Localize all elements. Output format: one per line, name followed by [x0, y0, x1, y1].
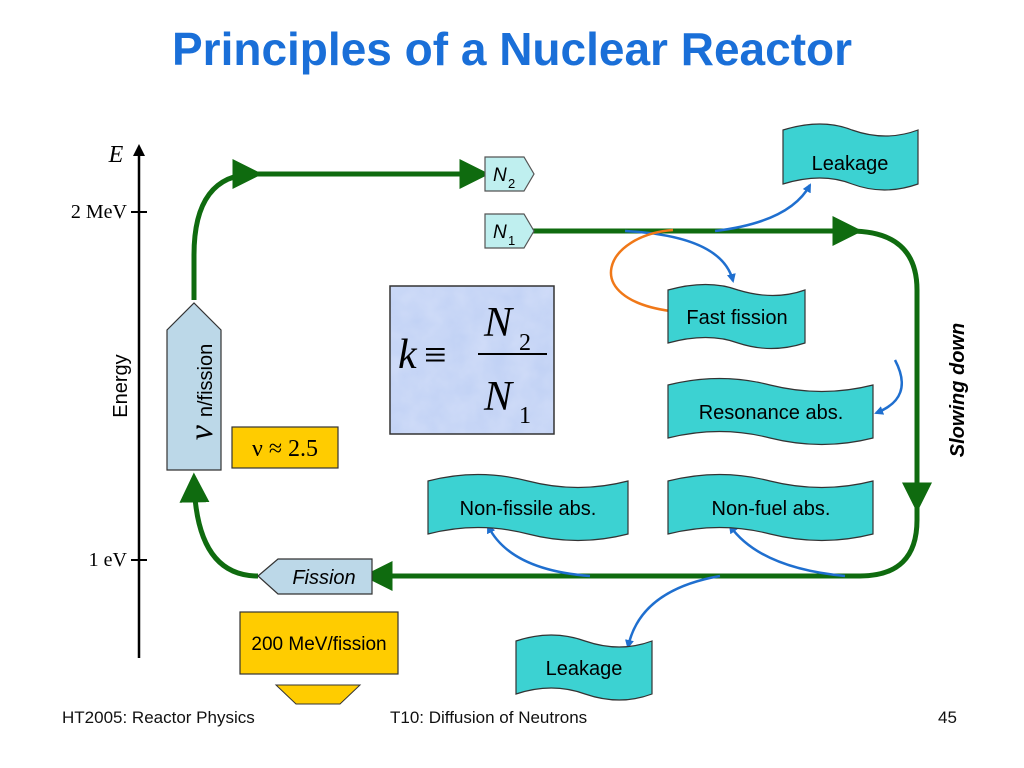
n1-main: N [493, 222, 507, 243]
slide-title: Principles of a Nuclear Reactor [171, 23, 853, 75]
non-fissile-abs-box: Non-fissile abs. [427, 473, 629, 542]
nu-value-box: ν ≈ 2.5 [231, 426, 339, 469]
non-fissile-abs-label: Non-fissile abs. [460, 498, 597, 520]
k-symbol: k [398, 332, 418, 378]
energy-axis-label: Energy [110, 354, 132, 417]
energy-release-label: 200 MeV/fission [251, 634, 386, 655]
fission-label: Fission [292, 567, 355, 589]
formula-denominator: N [483, 374, 514, 420]
formula-denominator-sub: 1 [519, 403, 531, 429]
slowing-down-label: Slowing down [947, 323, 969, 457]
leakage-bottom-box: Leakage [515, 634, 653, 701]
energy-symbol: E [108, 142, 124, 168]
footer-left: HT2005: Reactor Physics [62, 708, 255, 727]
n2-subscript: 2 [508, 176, 515, 191]
energy-release-arrow [274, 684, 362, 705]
nu-tag-text: n/fission [195, 344, 217, 417]
equiv-symbol: ≡ [424, 332, 447, 377]
fast-fission-label: Fast fission [686, 307, 787, 329]
tick-label-2mev: 2 MeV [71, 201, 128, 223]
page-number: 45 [938, 708, 957, 727]
k-formula-box: k ≡ N 2 N 1 [389, 285, 555, 435]
nu-value: ν ≈ 2.5 [252, 436, 318, 462]
branch-arrows [486, 183, 904, 649]
svg-text:ν n/fission: ν n/fission [183, 344, 220, 440]
resonance-abs-box: Resonance abs. [667, 377, 874, 446]
leakage-top-label: Leakage [812, 153, 889, 175]
energy-release-box: 200 MeV/fission [239, 611, 399, 705]
leakage-bottom-label: Leakage [546, 658, 623, 680]
n1-tag: N 1 [484, 213, 535, 249]
non-fuel-abs-label: Non-fuel abs. [712, 498, 831, 520]
nu-symbol: ν [183, 424, 220, 440]
neutron-cycle-path [179, 159, 932, 591]
energy-axis: E 2 MeV 1 eV Energy [71, 142, 147, 658]
n2-tag: N 2 [484, 156, 535, 192]
footer-center: T10: Diffusion of Neutrons [390, 708, 588, 727]
resonance-abs-label: Resonance abs. [699, 402, 844, 424]
leakage-top-box: Leakage [782, 123, 919, 191]
tick-label-1ev: 1 eV [89, 549, 128, 571]
formula-numerator: N [483, 300, 514, 346]
fast-fission-loop [609, 228, 674, 313]
fission-tag: Fission [257, 558, 373, 595]
fast-fission-box: Fast fission [667, 283, 806, 350]
n1-subscript: 1 [508, 233, 515, 248]
non-fuel-abs-box: Non-fuel abs. [667, 473, 874, 542]
n2-main: N [493, 165, 507, 186]
nu-fission-tag: ν n/fission [166, 302, 222, 471]
formula-numerator-sub: 2 [519, 330, 531, 356]
